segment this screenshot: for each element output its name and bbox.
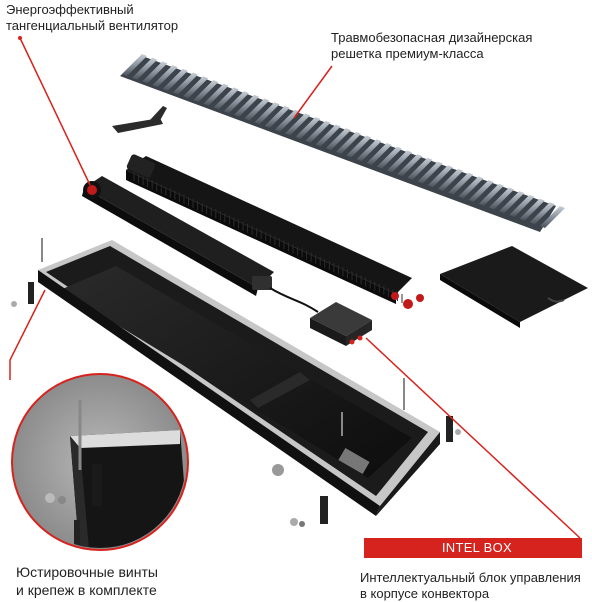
grille-slat [540, 206, 565, 228]
tangential-fan [82, 176, 274, 296]
grille-slat [407, 157, 433, 180]
grille-slat [254, 102, 280, 125]
grille-slat [519, 198, 545, 221]
grille-slat [489, 187, 515, 210]
intel-label-line-2: в корпусе конвектора [360, 586, 490, 601]
grille-slat [438, 168, 464, 191]
grille-slat [132, 57, 158, 80]
fan-label-line-2: тангенциальный вентилятор [6, 18, 179, 33]
intel-box-badge: INTEL BOX [364, 538, 582, 558]
grille-slat [162, 68, 188, 91]
grille-slat [448, 172, 474, 195]
grille-slat [356, 139, 382, 162]
grille-slat [264, 105, 290, 128]
grille-slat [417, 161, 443, 184]
grille-slat [223, 91, 249, 114]
grille-slat [305, 120, 331, 143]
grille-slat [427, 165, 453, 188]
grille-slat [122, 54, 147, 76]
grille-slat [325, 128, 351, 151]
screws-label-line-2: и крепеж в комплекте [16, 582, 157, 598]
fan-label-line-1: Энергоэффективный [6, 2, 134, 17]
heat-exchanger [126, 154, 424, 309]
screws-label-line-1: Юстировочные винты [16, 564, 158, 580]
grille-slat [172, 72, 198, 95]
grille-slat [458, 176, 484, 199]
grille-slat [183, 76, 209, 99]
screws-label: Юстировочные винты и крепеж в комплекте [16, 563, 158, 599]
grille-slat [142, 61, 168, 84]
leader-lines [9, 37, 581, 539]
intel-box-unit [310, 302, 372, 346]
intel-label-line-1: Интеллектуальный блок управления [360, 570, 581, 585]
grille-slat [478, 183, 504, 206]
grille-slat [509, 194, 535, 217]
adjustment-screws [11, 238, 461, 527]
grille-slat [397, 154, 423, 177]
grille-slat [285, 113, 311, 136]
fan-label: Энергоэффективный тангенциальный вентиля… [6, 2, 178, 34]
grille-slat [499, 191, 525, 214]
grille-label-line-2: решетка премиум-класса [331, 46, 484, 61]
grille-end-cap [440, 246, 588, 328]
grille-slat [366, 142, 392, 165]
power-cable [269, 287, 319, 313]
grille-slat [213, 87, 239, 110]
grille-slat [336, 131, 362, 154]
decorative-grille [120, 54, 565, 232]
grille-slat [346, 135, 372, 158]
grille-slat [295, 117, 321, 140]
convector-housing [38, 240, 440, 516]
grille-label-line-1: Травмобезопасная дизайнерская [331, 30, 533, 45]
grille-bracket [112, 106, 167, 133]
grille-slat [274, 109, 300, 132]
grille-slat [234, 94, 260, 117]
grille-slat [193, 79, 219, 102]
grille-slat [315, 124, 341, 147]
grille-slat [468, 180, 494, 203]
grille-slat [387, 150, 413, 173]
grille-slat [244, 98, 270, 121]
zoom-inset [11, 373, 189, 551]
grille-slat [152, 65, 178, 88]
intel-label: Интеллектуальный блок управления в корпу… [360, 570, 581, 602]
grille-slat [529, 202, 555, 225]
grille-label: Травмобезопасная дизайнерская решетка пр… [331, 30, 532, 62]
grille-slat [376, 146, 402, 169]
grille-slat [203, 83, 229, 106]
